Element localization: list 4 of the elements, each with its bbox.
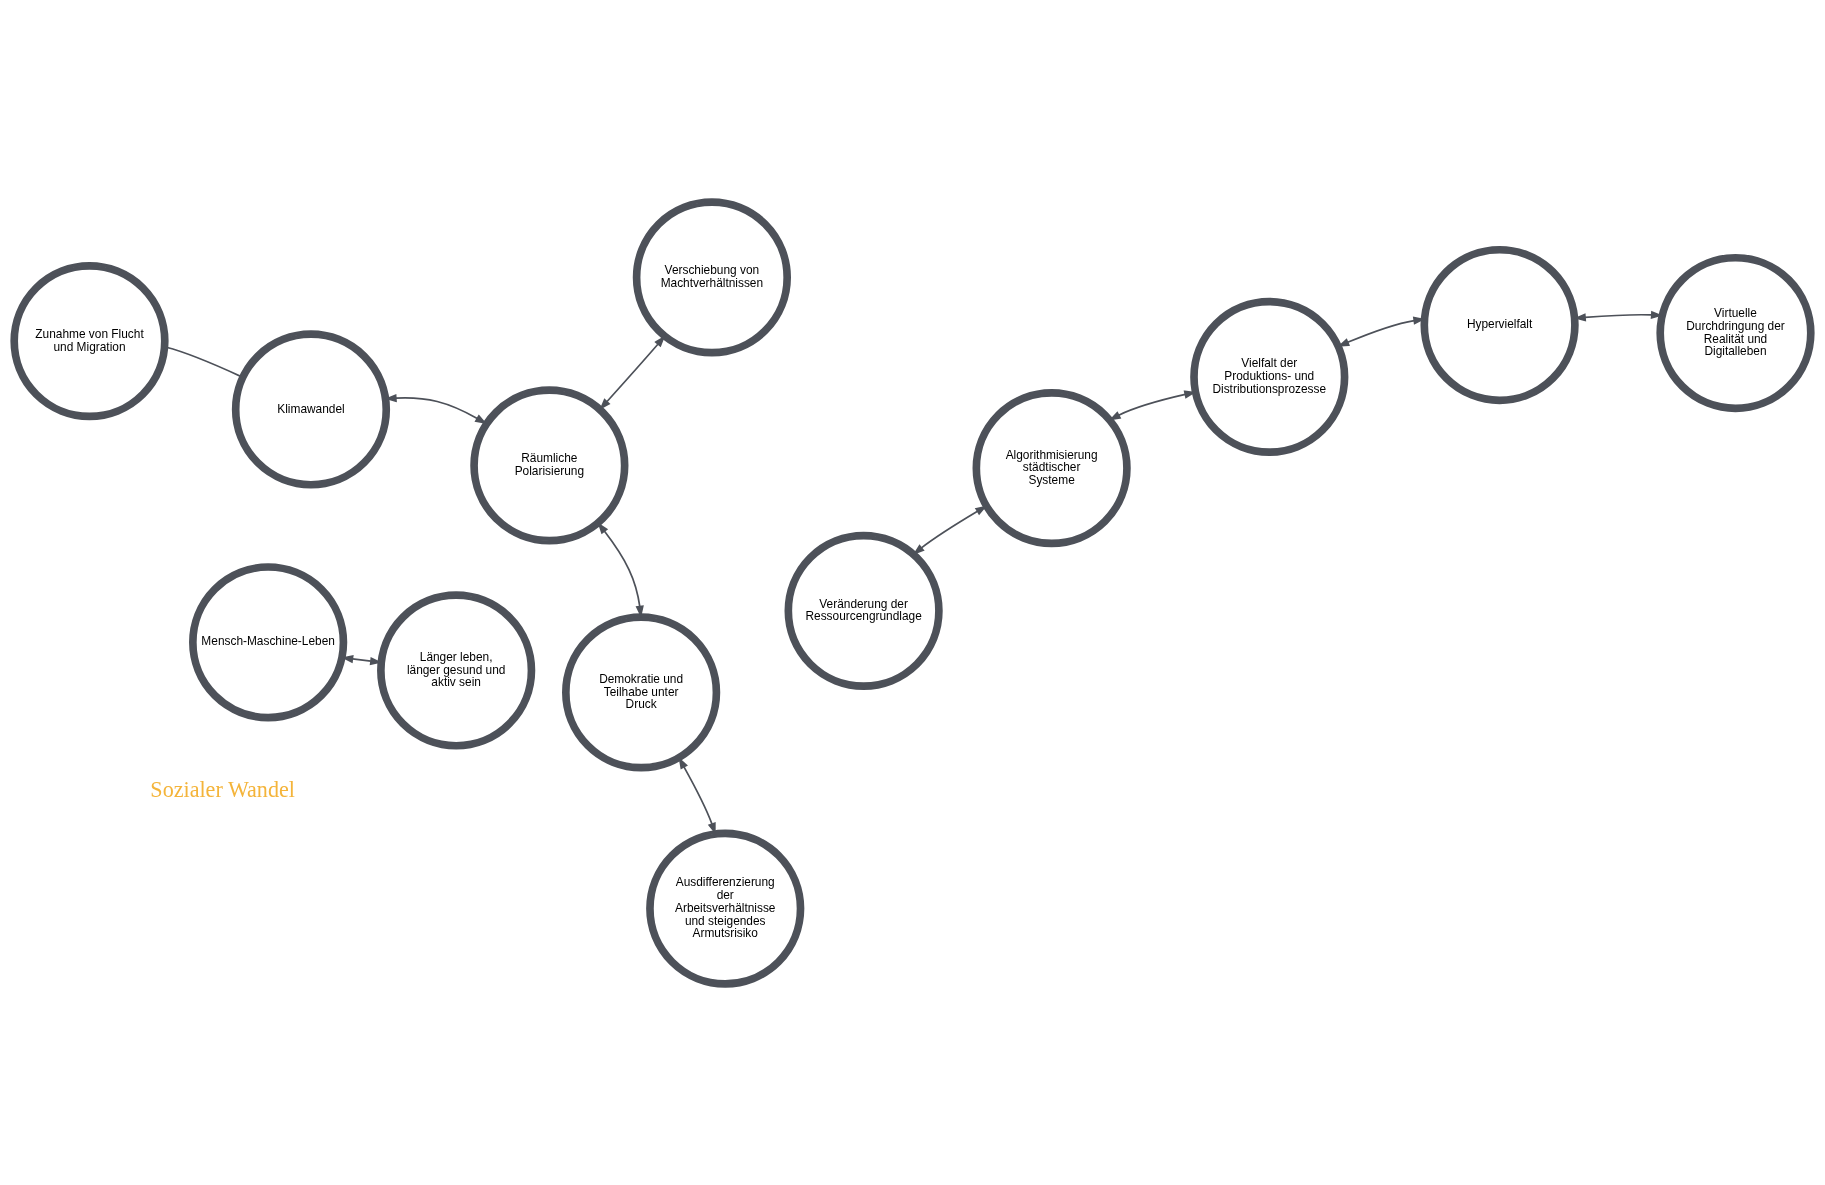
connector xyxy=(165,345,243,377)
arrow xyxy=(599,335,666,410)
label: Sozialer Wandel xyxy=(150,776,295,802)
node-circle: Klimawandel xyxy=(231,329,391,489)
